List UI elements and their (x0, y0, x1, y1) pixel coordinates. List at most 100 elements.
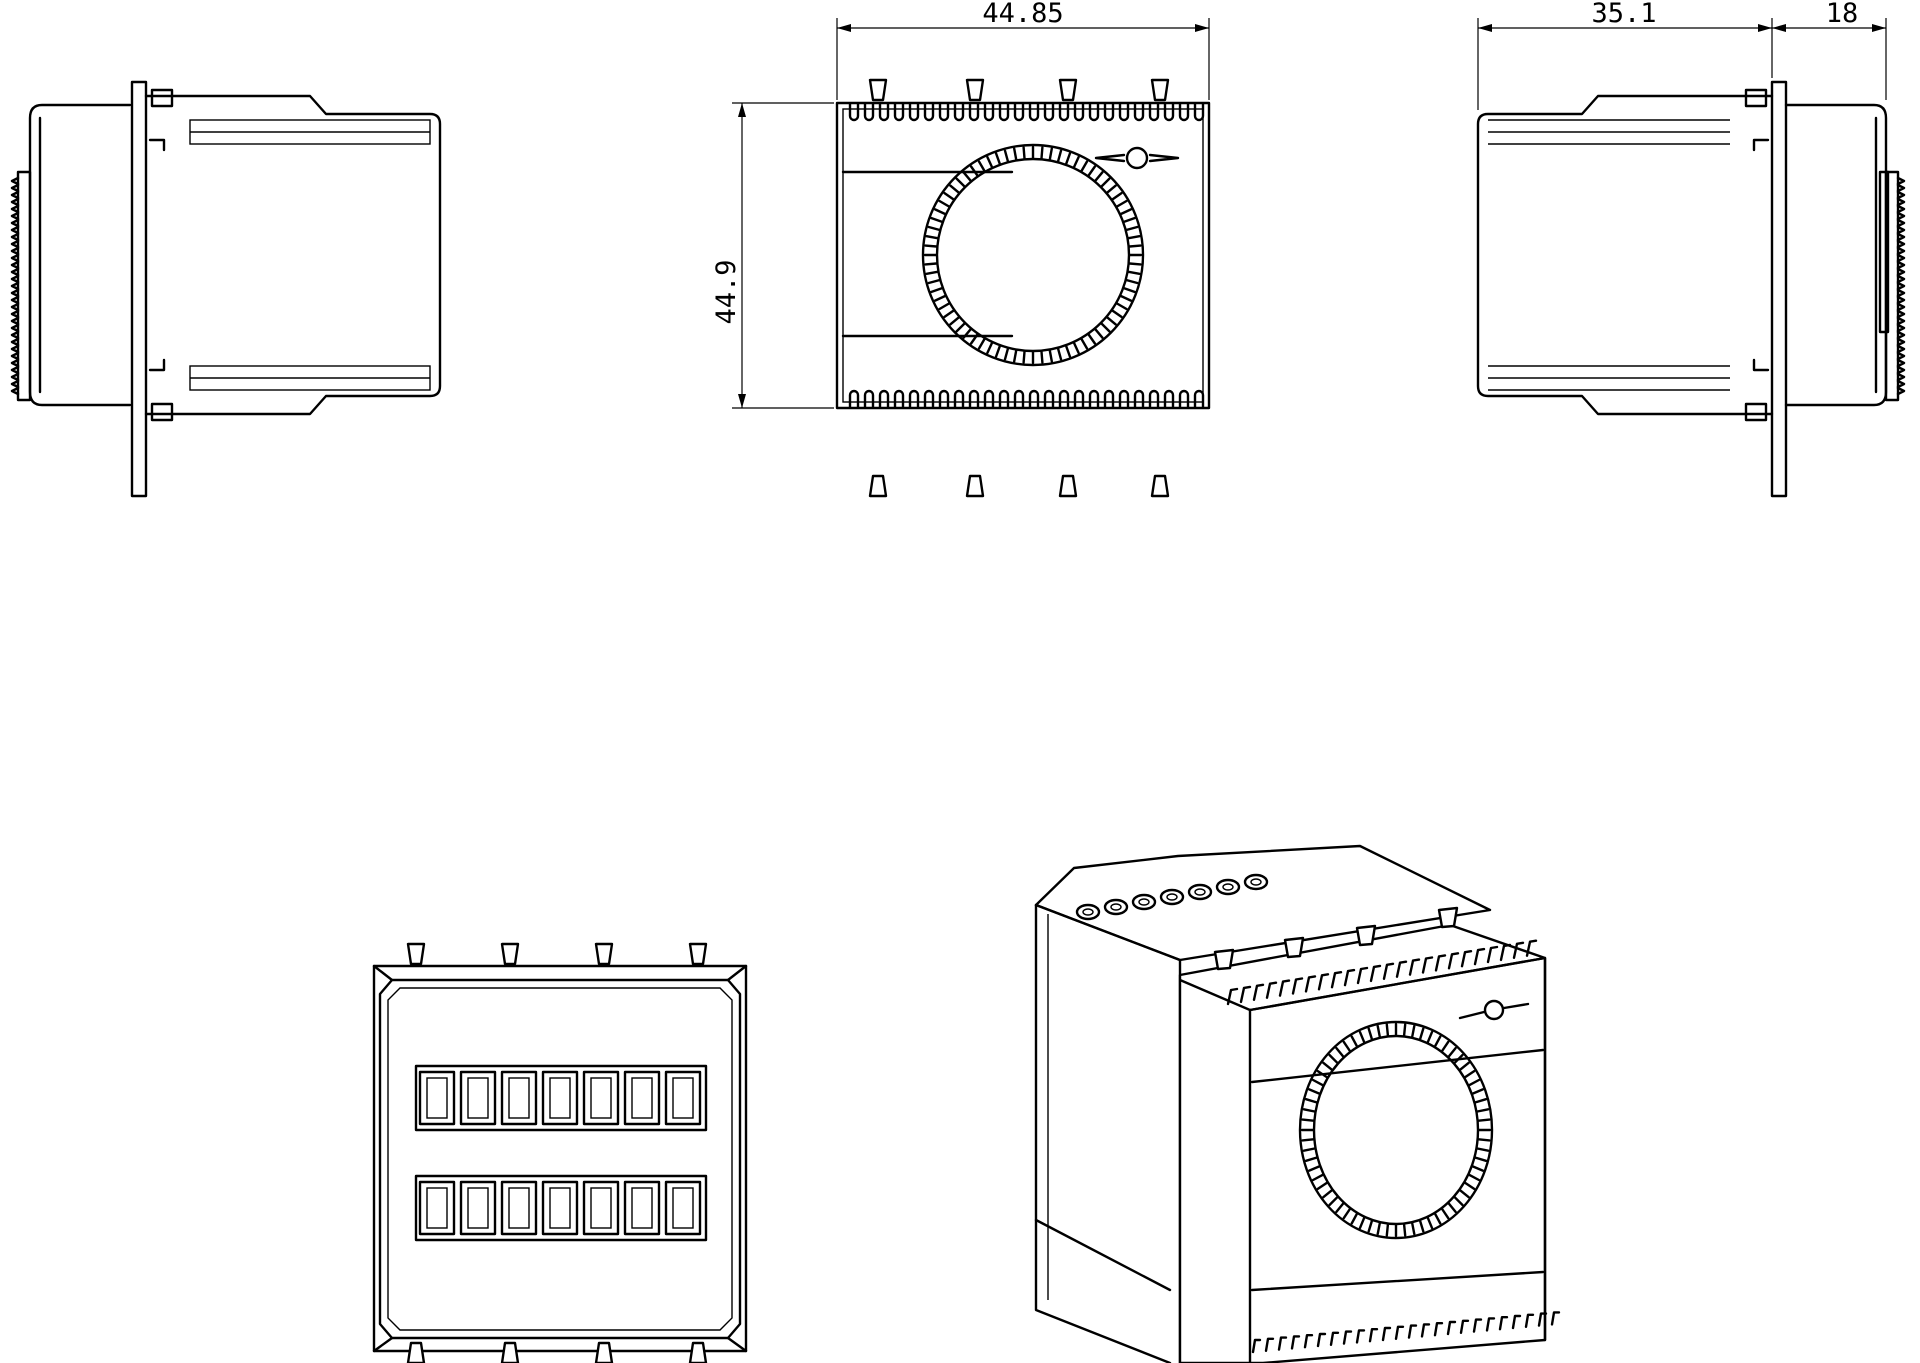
iso-screw (1213, 948, 1235, 971)
knob-rim (1298, 1020, 1494, 1240)
terminal-cell (582, 1070, 620, 1126)
terminal-cell (623, 1070, 661, 1126)
knob-edge-body (1884, 170, 1900, 402)
knob-edge-ridges (1896, 176, 1906, 396)
terminal-cell-inner (549, 1077, 571, 1119)
dimension-front-width: 44.85 (836, 0, 1210, 100)
terminal-cell-inner (631, 1187, 653, 1229)
terminal-block (414, 1174, 708, 1242)
terminal-hole (1187, 883, 1213, 901)
knob-edge-left (10, 170, 32, 402)
dimension-front-height: 44.9 (711, 102, 834, 409)
screw-top (1150, 78, 1170, 102)
terminal-cell (418, 1070, 456, 1126)
terminal-hole (1159, 888, 1185, 906)
terminal-block (414, 1064, 708, 1132)
terminal-cell (459, 1070, 497, 1126)
screw-bottom (868, 474, 888, 498)
knob-knurl (1300, 1022, 1492, 1238)
dimension-label-side-flange: 18 (1826, 0, 1859, 29)
dimension-label-side-depth: 35.1 (1591, 0, 1656, 29)
terminal-cell (623, 1180, 661, 1236)
terminal-hole-inner (1222, 883, 1234, 891)
iso-screw (1437, 906, 1459, 929)
front-terminal-screws (868, 78, 1170, 498)
terminal-hole (1131, 893, 1157, 911)
terminal-hole (1215, 878, 1241, 896)
iso-screw (1283, 936, 1305, 959)
terminal-cell-inner (508, 1077, 530, 1119)
front-vent-ticks (848, 102, 1205, 409)
terminal-cell-inner (631, 1077, 653, 1119)
screw-top (688, 942, 708, 966)
screw-top (406, 942, 426, 966)
isometric-terminal-holes (1075, 873, 1269, 921)
knob-edge-body (16, 170, 32, 402)
terminal-cell-inner (549, 1187, 571, 1229)
dimension-side-flange: 18 (1772, 0, 1887, 100)
screw-top (965, 78, 985, 102)
terminal-hole-inner (1166, 893, 1178, 901)
rear-terminal-screws (406, 942, 708, 1363)
screw-bottom (594, 1341, 614, 1363)
terminal-cell (582, 1180, 620, 1236)
terminal-cell-inner (426, 1187, 448, 1229)
indicator-icon (1094, 146, 1180, 170)
iso-screw (1355, 924, 1377, 947)
rear-view (372, 942, 748, 1363)
terminal-cell (664, 1070, 702, 1126)
front-knob (921, 143, 1145, 367)
terminal-cell (541, 1070, 579, 1126)
screw-bottom (406, 1341, 426, 1363)
vent-tick-row (848, 102, 1205, 409)
isometric-view (1034, 844, 1561, 1363)
terminal-cell (664, 1180, 702, 1236)
terminal-hole (1075, 903, 1101, 921)
terminal-hole-inner (1138, 898, 1150, 906)
knob-rim (921, 143, 1145, 367)
terminal-cell-inner (672, 1187, 694, 1229)
terminal-hole-inner (1250, 878, 1262, 886)
terminal-cell-inner (590, 1077, 612, 1119)
terminal-cell-inner (426, 1077, 448, 1119)
terminal-hole-inner (1110, 903, 1122, 911)
isometric-terminal-screws (1213, 906, 1459, 971)
iso-vent-row (1226, 939, 1561, 1354)
terminal-cell (459, 1180, 497, 1236)
screw-bottom (688, 1341, 708, 1363)
dimension-label-front-width: 44.85 (982, 0, 1063, 29)
screw-top (1058, 78, 1078, 102)
dimension-side-depth: 35.1 (1477, 0, 1773, 110)
terminal-hole-inner (1194, 888, 1206, 896)
terminal-cell (418, 1180, 456, 1236)
terminal-cell-inner (467, 1077, 489, 1119)
knob-inner-rim (935, 157, 1131, 353)
screw-bottom (1058, 474, 1078, 498)
isometric-knob (1298, 1020, 1494, 1240)
terminal-hole-inner (1082, 908, 1094, 916)
rear-terminal-grid (414, 1064, 708, 1242)
screw-top (500, 942, 520, 966)
terminal-cell-inner (672, 1077, 694, 1119)
terminal-cell-inner (508, 1187, 530, 1229)
knob-knurl (923, 145, 1143, 365)
screw-bottom (1150, 474, 1170, 498)
screw-top (868, 78, 888, 102)
knob-edge-ridges (10, 176, 20, 396)
screw-bottom (500, 1341, 520, 1363)
terminal-cell-inner (467, 1187, 489, 1229)
terminal-hole (1243, 873, 1269, 891)
terminal-cell (500, 1180, 538, 1236)
front-view (835, 78, 1211, 498)
side-view-right (1476, 80, 1906, 498)
knob-edge-right (1884, 170, 1906, 402)
isometric-indicator-icon (1458, 999, 1530, 1021)
side-view-left (10, 80, 442, 498)
screw-top (594, 942, 614, 966)
terminal-cell (500, 1070, 538, 1126)
dimension-label-front-height: 44.9 (711, 259, 742, 324)
terminal-cell (541, 1180, 579, 1236)
terminal-hole (1103, 898, 1129, 916)
isometric-vent-ticks (1226, 939, 1561, 1354)
